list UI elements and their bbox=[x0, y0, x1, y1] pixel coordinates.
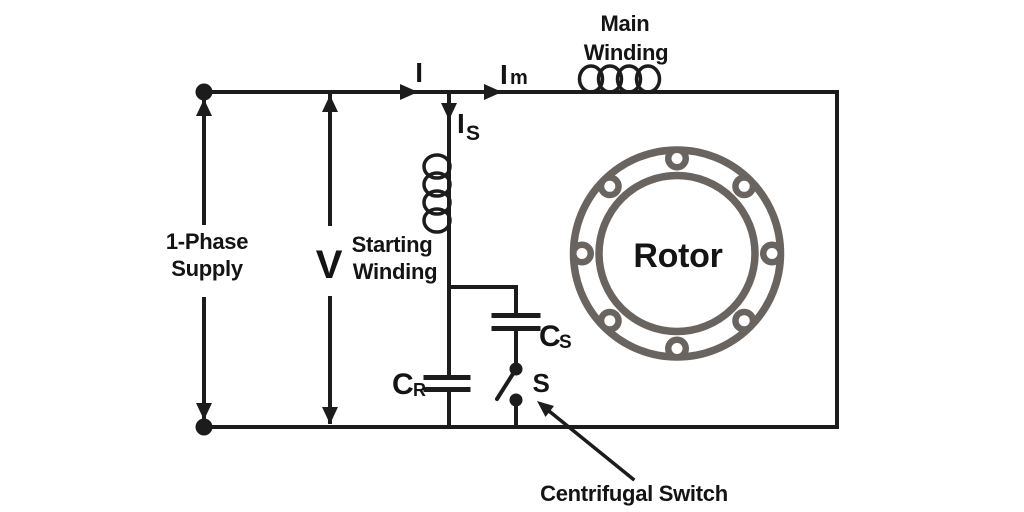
bearing-hole bbox=[766, 248, 778, 259]
main-winding-coil bbox=[577, 64, 662, 94]
bearing-hole bbox=[671, 343, 683, 354]
main-current-arrowhead bbox=[484, 84, 502, 100]
solid-group bbox=[195, 83, 554, 436]
supply-label-line2: Supply bbox=[171, 256, 244, 281]
wire-group bbox=[202, 64, 839, 482]
supply-arrowhead-down bbox=[196, 403, 212, 420]
bearing-hole bbox=[671, 153, 683, 164]
start-coil-loop bbox=[422, 189, 452, 216]
rotor-bearing bbox=[760, 241, 784, 266]
centrifugal-annotation-line bbox=[546, 408, 636, 482]
rotor-bearings bbox=[570, 146, 784, 361]
start-capacitor-label: C bbox=[539, 320, 560, 353]
main-current-label: I bbox=[500, 59, 507, 90]
main-coil-loop bbox=[634, 64, 662, 94]
voltage-arrowhead-down bbox=[322, 407, 338, 424]
supply-terminal-dot-bottom bbox=[195, 418, 213, 436]
supply-label-line1: 1-Phase bbox=[166, 229, 248, 254]
centrifugal-switch-label: Centrifugal Switch bbox=[540, 481, 728, 506]
main-winding-label-line1: Main bbox=[601, 11, 650, 36]
voltage-label: V bbox=[316, 243, 343, 287]
rotor-bearing bbox=[597, 174, 622, 199]
starting-winding-label-line2: Winding bbox=[353, 259, 437, 284]
bearing-hole bbox=[738, 315, 750, 327]
rotor-inner-ring bbox=[595, 171, 759, 336]
starting-winding-label-line1: Starting bbox=[352, 232, 433, 257]
rotor-bearing bbox=[570, 241, 594, 266]
main-winding-label-line2: Winding bbox=[584, 40, 668, 65]
switch-contact-dot-bottom bbox=[509, 393, 523, 407]
start-coil-loop bbox=[422, 153, 452, 180]
supply-terminal-dot-top bbox=[195, 83, 213, 101]
bearing-hole bbox=[604, 180, 616, 192]
rotor-bearing bbox=[597, 308, 622, 333]
supply-arrowhead-up bbox=[196, 99, 212, 116]
start-coil-loop bbox=[422, 171, 452, 198]
starting-winding-coil bbox=[422, 153, 452, 234]
switch-contact-dot-top bbox=[509, 362, 523, 376]
line-current-arrowhead bbox=[400, 84, 418, 100]
start-capacitor-symbol bbox=[491, 313, 541, 331]
rotor-symbol bbox=[569, 146, 785, 361]
run-capacitor-label: C bbox=[392, 368, 413, 401]
main-coil-loop bbox=[577, 64, 605, 94]
bearing-hole bbox=[604, 315, 616, 327]
cap-start-branch-wire bbox=[447, 285, 518, 315]
start-capacitor-subscript: S bbox=[559, 332, 571, 353]
run-capacitor-symbol bbox=[423, 375, 471, 392]
main-coil-loop bbox=[615, 64, 643, 94]
line-current-label: I bbox=[415, 57, 422, 88]
run-capacitor-subscript: R bbox=[413, 380, 426, 400]
rotor-label: Rotor bbox=[633, 237, 722, 275]
rotor-bearing bbox=[732, 174, 757, 199]
main-current-subscript: m bbox=[510, 67, 527, 89]
centrifugal-annotation-arrowhead bbox=[537, 401, 554, 417]
start-current-subscript: S bbox=[466, 122, 480, 145]
start-current-arrowhead bbox=[441, 103, 457, 120]
rotor-bearing bbox=[732, 308, 757, 333]
main-coil-loop bbox=[596, 64, 624, 94]
switch-label: S bbox=[532, 368, 549, 398]
voltage-arrowhead-up bbox=[322, 95, 338, 112]
rotor-bearing bbox=[665, 146, 689, 171]
bearing-hole bbox=[738, 180, 750, 192]
rotor-bearing bbox=[665, 336, 689, 361]
start-coil-loop bbox=[422, 207, 452, 234]
bearing-hole bbox=[576, 248, 588, 259]
start-current-label: I bbox=[457, 108, 464, 139]
